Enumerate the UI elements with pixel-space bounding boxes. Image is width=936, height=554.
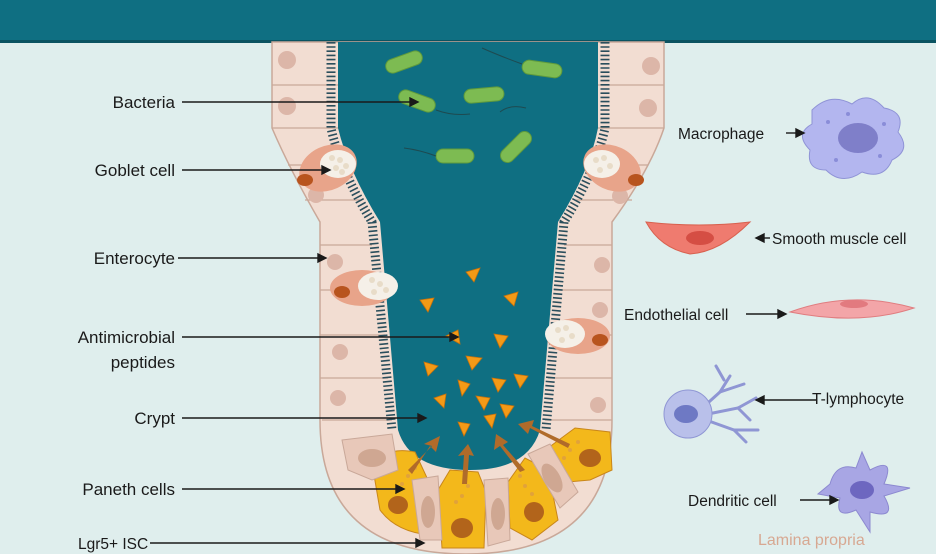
label-t-lymphocyte: T-lymphocyte (812, 391, 904, 408)
label-crypt: Crypt (134, 409, 175, 428)
label-smooth-muscle-cell: Smooth muscle cell (772, 231, 906, 248)
endothelial-cell (788, 299, 916, 319)
label-dendritic-cell: Dendritic cell (688, 493, 777, 510)
t-lymphocyte-cell (698, 364, 760, 444)
crypt-lumen (338, 42, 598, 470)
label-endothelial-cell: Endothelial cell (624, 307, 728, 324)
leader-lines-right (746, 127, 840, 506)
goblet-cell-right-upper (583, 144, 644, 192)
label-macrophage: Macrophage (678, 126, 764, 143)
label-bacteria: Bacteria (113, 93, 176, 112)
goblet-cell-right-lower (545, 318, 610, 354)
bacteria-flagella (403, 47, 527, 157)
smooth-muscle-cell (645, 221, 752, 255)
label-peptides: peptides (111, 353, 175, 372)
macrophage-cell (802, 97, 905, 179)
label-paneth-cells: Paneth cells (82, 480, 175, 499)
label-lamina-propria: Lamina propria (758, 532, 865, 549)
leader-lines-left (150, 96, 460, 549)
lgr5-stem-cells (341, 433, 579, 547)
t-lymphocyte-body (663, 389, 713, 439)
label-antimicrobial: Antimicrobial (78, 328, 175, 347)
bacteria-cluster (385, 50, 563, 164)
label-goblet-cell: Goblet cell (95, 161, 175, 180)
goblet-cell-left-lower (330, 270, 398, 306)
secretion-arrows (408, 420, 570, 484)
intestinal-lumen (0, 0, 936, 42)
label-lgr5-isc: Lgr5+ ISC (78, 536, 148, 553)
dendritic-cell (816, 450, 911, 534)
label-enterocyte: Enterocyte (94, 249, 175, 268)
